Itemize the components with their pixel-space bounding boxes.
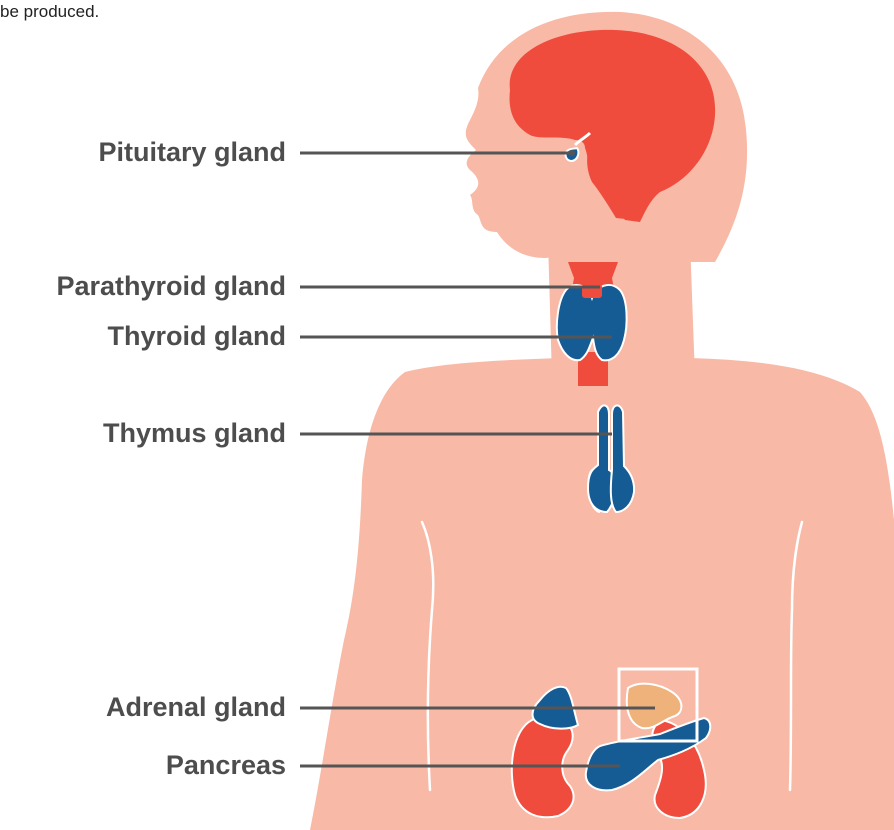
leader-end-dots xyxy=(569,150,575,156)
label-pituitary-gland: Pituitary gland xyxy=(98,136,286,168)
label-thyroid-gland: Thyroid gland xyxy=(108,320,287,352)
label-parathyroid-gland: Parathyroid gland xyxy=(56,270,286,302)
label-pancreas: Pancreas xyxy=(166,749,286,781)
label-thymus-gland: Thymus gland xyxy=(103,417,286,449)
label-adrenal-gland: Adrenal gland xyxy=(106,691,286,723)
